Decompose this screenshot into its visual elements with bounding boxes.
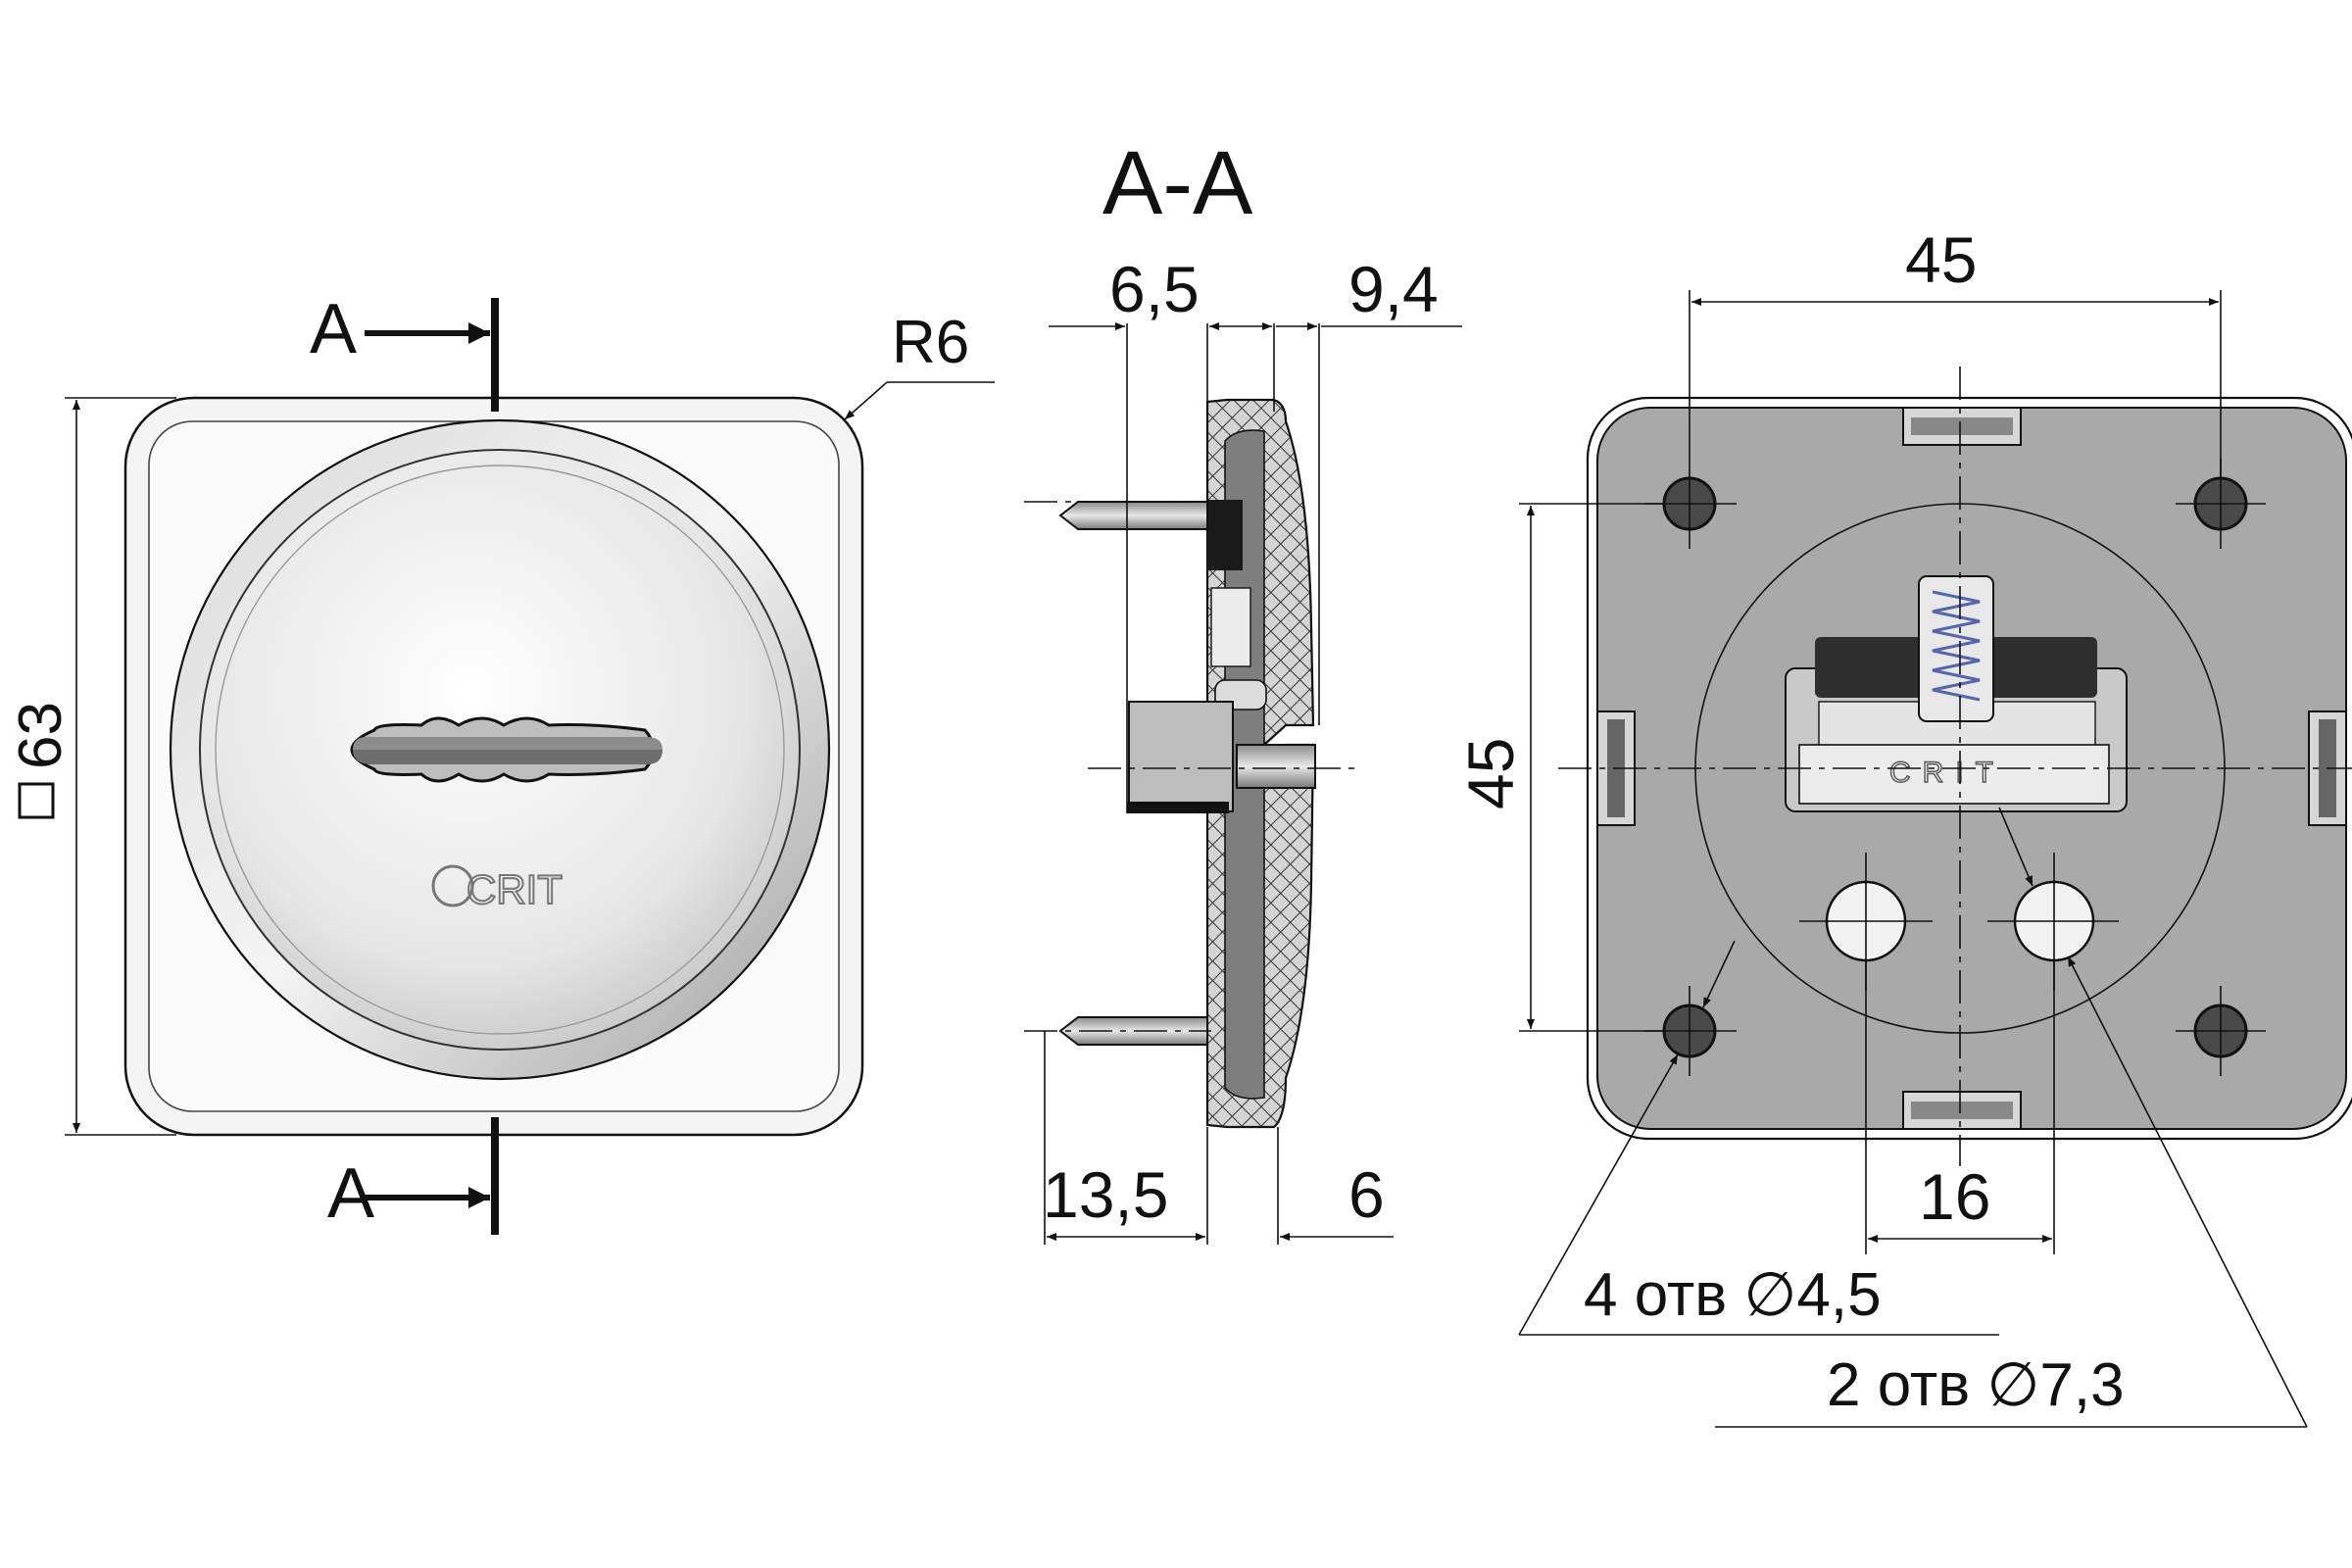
lock-mechanism: CRIT	[1785, 575, 2128, 812]
dimension-top: 6,5 9,4	[1049, 253, 1462, 813]
dimension-63: 63	[7, 397, 176, 1136]
section-mark-bottom: A	[327, 1117, 499, 1235]
callout-large-holes: 2 отв ∅7,3	[1715, 807, 2308, 1428]
dim-6-5-label: 6,5	[1109, 253, 1200, 325]
spring-icon	[1932, 590, 1981, 702]
dimension-bottom: 13,5 6	[1043, 1031, 1394, 1245]
size-63-label: 63	[7, 702, 74, 769]
mounting-holes	[1662, 476, 2248, 1058]
crit-logo: CRIT	[431, 864, 564, 913]
logo-text: CRIT	[466, 866, 563, 912]
radius-callout: R6	[844, 309, 995, 420]
dim-16-label: 16	[1919, 1160, 1990, 1233]
section-view: A-A 6,5 9,4	[1024, 133, 1462, 1245]
section-mark-top: A	[310, 290, 499, 412]
section-letter-bottom: A	[327, 1154, 374, 1233]
dimension-16: 16	[1865, 960, 2055, 1254]
section-base-line	[1127, 802, 1229, 813]
large-holes-label: 2 отв ∅7,3	[1827, 1351, 2125, 1419]
small-holes-label: 4 отв ∅4,5	[1584, 1261, 1882, 1329]
radius-label: R6	[892, 309, 969, 376]
square-symbol-icon	[18, 782, 55, 819]
keyhole	[350, 716, 662, 783]
dim-6-label: 6	[1348, 1158, 1385, 1231]
section-title: A-A	[1102, 133, 1253, 233]
dim-13-5-label: 13,5	[1043, 1158, 1168, 1231]
dim-45-height-label: 45	[1454, 738, 1527, 809]
callout-small-holes: 4 отв ∅4,5	[1518, 940, 1999, 1336]
dimension-45-horizontal: 45	[1689, 223, 2222, 549]
dim-9-4-label: 9,4	[1348, 253, 1439, 325]
dimension-45-vertical: 45	[1454, 503, 1666, 1032]
escutcheon-inner-edge	[215, 465, 785, 1035]
mechanism-logo-text: CRIT	[1889, 757, 2005, 789]
section-spring-cavity	[1210, 587, 1251, 667]
section-shaft	[1236, 744, 1316, 789]
section-letter-top: A	[310, 290, 357, 368]
dim-45-width-label: 45	[1905, 223, 1977, 296]
section-insert-dark	[1207, 500, 1243, 570]
mounting-pin-top	[1058, 501, 1208, 530]
back-view: CRIT	[1454, 223, 2352, 1428]
front-view: CRIT A A 63 R6	[7, 290, 995, 1235]
section-shaft-recess	[1128, 701, 1234, 812]
